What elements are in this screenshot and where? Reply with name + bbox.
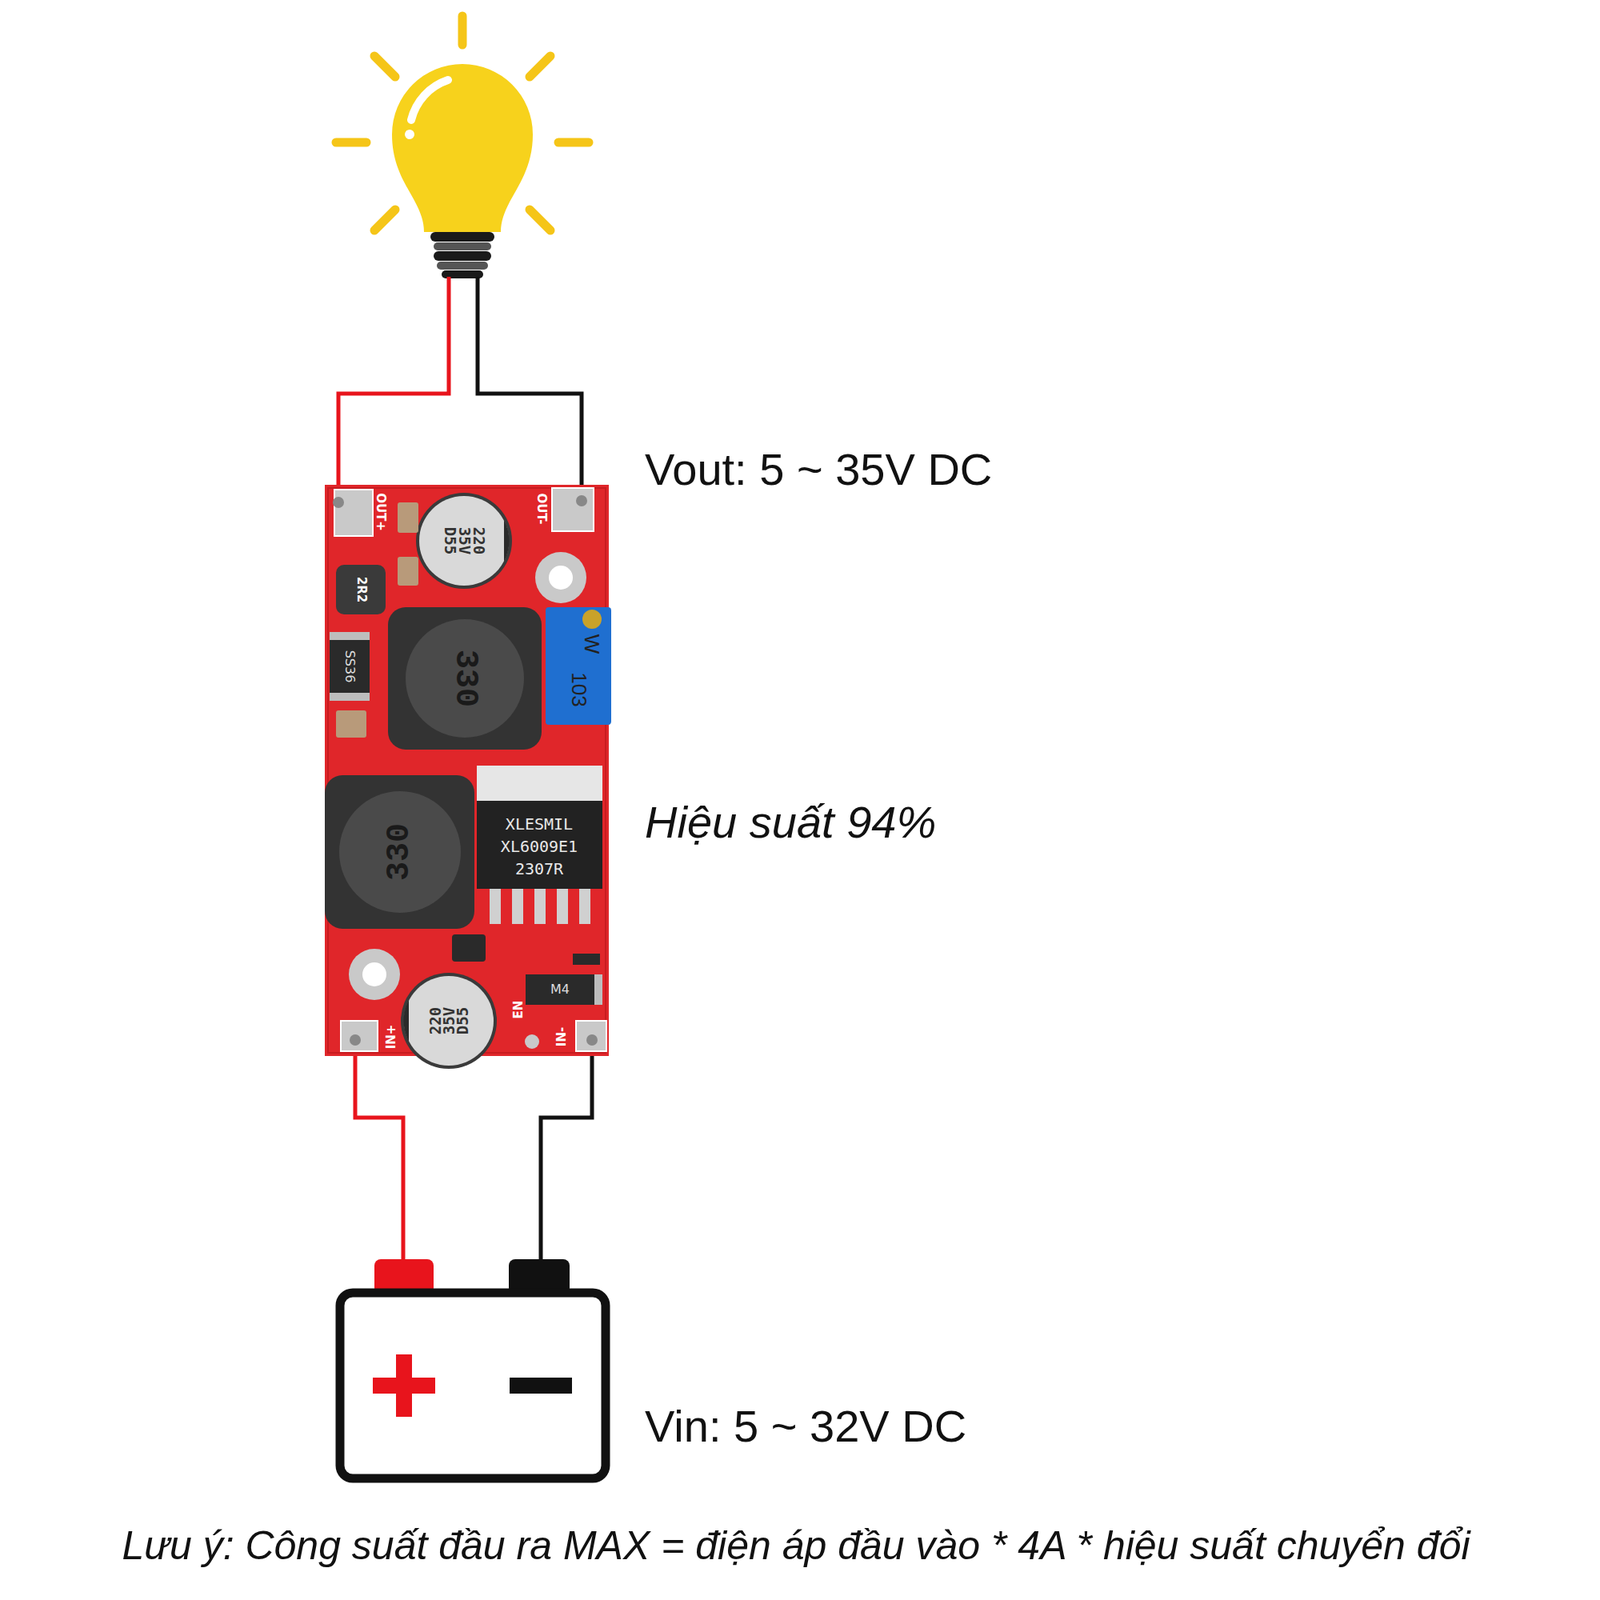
capacitor-marking: 35V bbox=[456, 527, 472, 555]
inductor-marking: 330 bbox=[448, 649, 481, 708]
pin-label: IN- bbox=[556, 1027, 568, 1047]
black-wire bbox=[477, 276, 582, 512]
red-wire bbox=[338, 276, 449, 512]
efficiency-label: Hiệu suất 94% bbox=[644, 800, 936, 845]
xl6009-module bbox=[324, 484, 612, 1069]
chip-marking: 2307R bbox=[515, 860, 564, 877]
caption: Lưu ý: Công suất đầu ra MAX = điện áp đầ… bbox=[121, 1524, 1470, 1568]
trimpot-marking: W bbox=[581, 634, 603, 655]
pin-label: OUT+ bbox=[374, 492, 387, 532]
chip-marking: XLESMIL bbox=[505, 816, 573, 832]
battery-symbol bbox=[340, 1259, 606, 1479]
pin-label: IN+ bbox=[385, 1024, 398, 1050]
capacitor-marking: 220 bbox=[471, 527, 487, 555]
pin-label: EN bbox=[512, 1000, 525, 1020]
bulb-highlight bbox=[411, 80, 448, 120]
black-wire bbox=[540, 1036, 592, 1263]
voltage-label: Vout: 5 ~ 35V DC bbox=[644, 447, 992, 492]
diode-marking: M4 bbox=[550, 983, 570, 996]
pin-label: OUT- bbox=[535, 492, 548, 524]
trimpot-marking: 103 bbox=[568, 672, 590, 707]
inductor-marking: 2R2 bbox=[355, 576, 368, 603]
bulb-highlight bbox=[404, 129, 415, 140]
red-wire bbox=[355, 1036, 404, 1263]
capacitor-marking: D55 bbox=[442, 527, 458, 555]
inductor-marking: 330 bbox=[384, 823, 416, 881]
bulb-base bbox=[430, 232, 495, 279]
bulb-glass bbox=[392, 64, 533, 232]
capacitor-marking: D55 bbox=[455, 1007, 471, 1035]
chip-marking: XL6009E1 bbox=[500, 838, 578, 855]
voltage-label: Vin: 5 ~ 32V DC bbox=[644, 1404, 967, 1449]
diode-marking: SS36 bbox=[343, 650, 356, 684]
